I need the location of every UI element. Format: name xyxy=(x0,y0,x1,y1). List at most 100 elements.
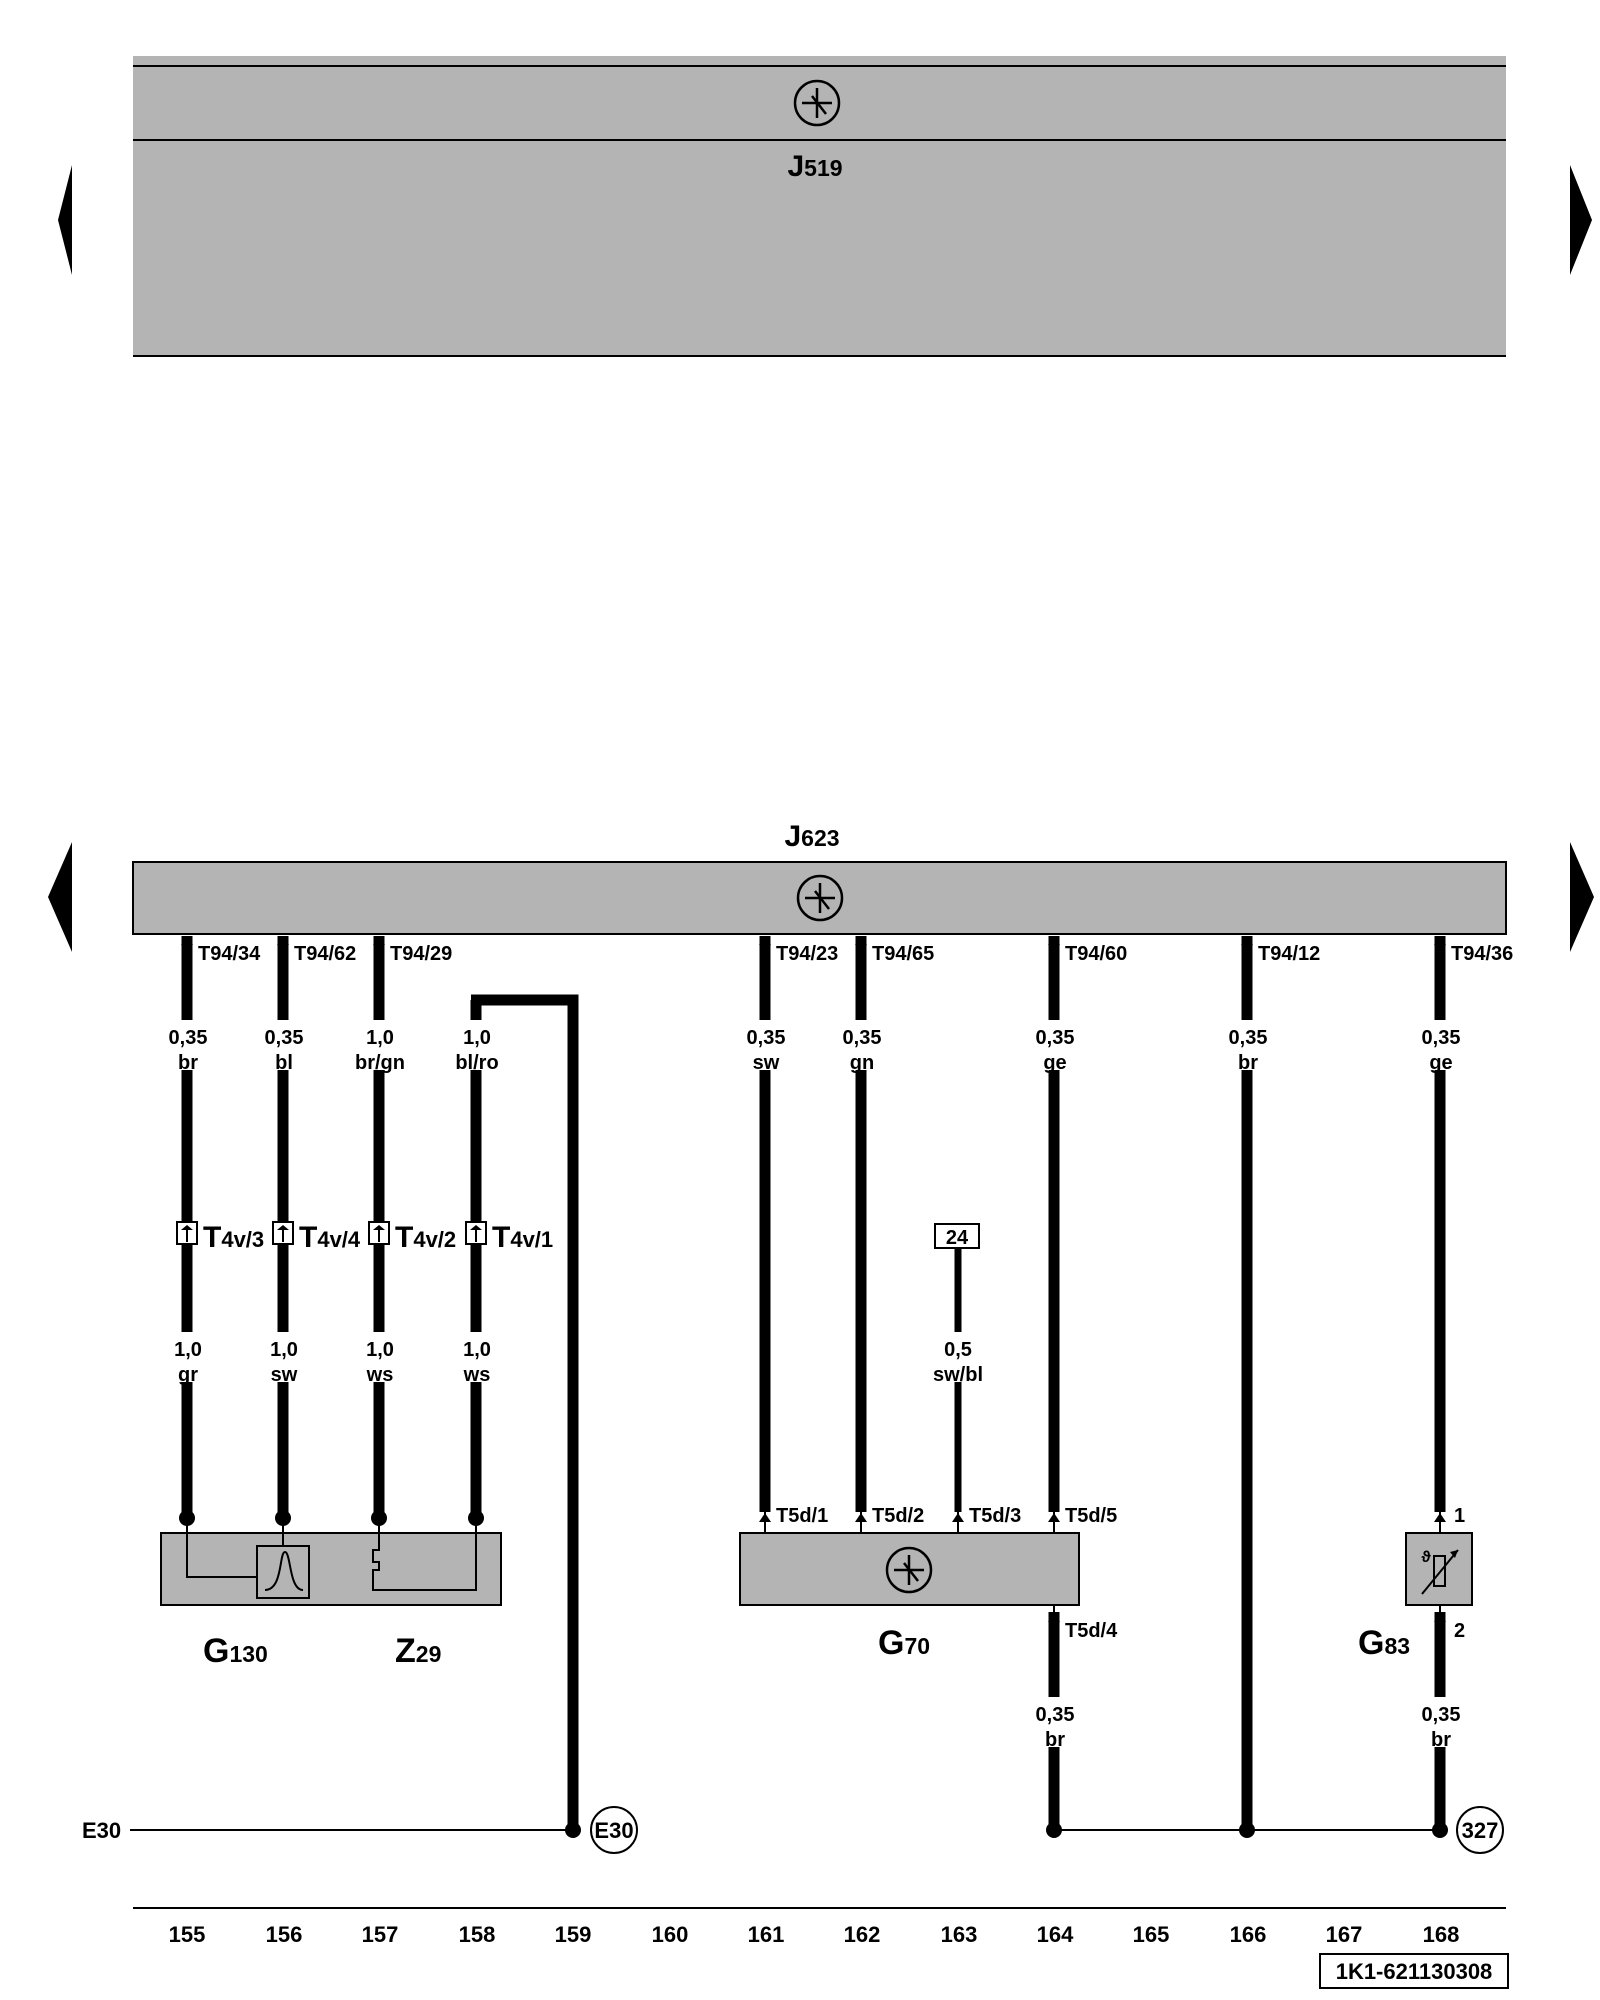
wire-size-label: 1,0 xyxy=(463,1339,491,1361)
pin-label: T94/65 xyxy=(872,943,934,965)
wire-size-label: 1,0 xyxy=(366,1339,394,1361)
connector-label: T4v/4 xyxy=(299,1221,361,1254)
wire-color-label: br xyxy=(1238,1052,1258,1074)
column-number: 161 xyxy=(748,1922,785,1947)
doc-id: 1K1-621130308 xyxy=(1336,1959,1493,1984)
module-j519-label: J519 xyxy=(787,150,842,183)
wire-size-label: 0,35 xyxy=(265,1027,304,1049)
component-g70-label: G70 xyxy=(878,1624,930,1662)
wire-size-label: 1,0 xyxy=(463,1027,491,1049)
module-j623-label: J623 xyxy=(784,820,839,853)
component-z29-label: Z29 xyxy=(395,1632,441,1670)
pin-label: T94/36 xyxy=(1451,943,1513,965)
nav-next-arrow-top[interactable] xyxy=(1570,165,1592,275)
connector-label: T4v/2 xyxy=(395,1221,456,1254)
pin-label: T94/23 xyxy=(776,943,838,965)
pin-label: T94/60 xyxy=(1065,943,1127,965)
connector-t4v-symbols xyxy=(176,1221,487,1245)
wire-size-label: 0,35 xyxy=(747,1027,786,1049)
nav-prev-arrow-top[interactable] xyxy=(58,165,72,275)
pin-label: T5d/4 xyxy=(1065,1620,1118,1642)
wire-size-label: 0,35 xyxy=(843,1027,882,1049)
doc-id-box xyxy=(1319,1953,1509,1989)
wire-end-dots xyxy=(179,1510,484,1526)
wire-size-label: 0,35 xyxy=(1422,1027,1461,1049)
wire-size-label: 0,35 xyxy=(1036,1704,1075,1726)
module-j519: J519 xyxy=(133,56,1506,357)
column-number: 168 xyxy=(1423,1922,1460,1947)
column-number: 165 xyxy=(1133,1922,1170,1947)
wire-color-label: sw/bl xyxy=(933,1364,983,1386)
component-g83: ϑ xyxy=(1405,1512,1473,1612)
pin-label: 1 xyxy=(1454,1505,1465,1527)
control-unit-icon xyxy=(796,874,844,922)
column-number: 166 xyxy=(1230,1922,1267,1947)
column-number: 167 xyxy=(1326,1922,1363,1947)
wire-size-label: 1,0 xyxy=(270,1339,298,1361)
column-number: 162 xyxy=(844,1922,881,1947)
pin-label: T94/29 xyxy=(390,943,452,965)
pin-label: T5d/3 xyxy=(969,1505,1021,1527)
pin-label: T5d/1 xyxy=(776,1505,828,1527)
wire-size-label: 0,5 xyxy=(944,1339,972,1361)
column-number: 163 xyxy=(941,1922,978,1947)
control-unit-icon xyxy=(793,79,841,127)
connector-label: T4v/3 xyxy=(203,1221,264,1254)
column-number: 164 xyxy=(1037,1922,1074,1947)
wire-color-label: br xyxy=(1431,1729,1451,1751)
connector-label: T4v/1 xyxy=(492,1221,553,1254)
ground-ref-e30-label: E30 xyxy=(594,1818,633,1843)
ground-ref-327-label: 327 xyxy=(1462,1818,1499,1843)
column-number: 159 xyxy=(555,1922,592,1947)
pin-label: T5d/5 xyxy=(1065,1505,1117,1527)
component-g70 xyxy=(739,1512,1080,1612)
column-number: 157 xyxy=(362,1922,399,1947)
nav-prev-arrow-bottom[interactable] xyxy=(48,842,72,952)
wire-color-label: ws xyxy=(463,1364,491,1386)
wire-size-label: 0,35 xyxy=(1036,1027,1075,1049)
svg-text:ϑ: ϑ xyxy=(1421,1549,1431,1566)
wire-color-label: ge xyxy=(1043,1052,1066,1074)
wire-color-label: ge xyxy=(1429,1052,1452,1074)
wire-color-label: bl xyxy=(275,1052,293,1074)
wire-color-label: sw xyxy=(271,1364,298,1386)
wire-159 xyxy=(471,994,579,1830)
reference-box-label: 24 xyxy=(946,1227,969,1249)
pin-label: T94/34 xyxy=(198,943,261,965)
pin-label: T94/12 xyxy=(1258,943,1320,965)
ground-ref-327[interactable]: 327 xyxy=(1456,1806,1504,1854)
component-g83-label: G83 xyxy=(1358,1624,1410,1662)
junction-dots xyxy=(565,1822,1448,1838)
pin-label: T5d/2 xyxy=(872,1505,924,1527)
wire-size-label: 0,35 xyxy=(169,1027,208,1049)
component-g130-label: G130 xyxy=(203,1632,268,1670)
pin-label: 2 xyxy=(1454,1620,1465,1642)
wire-color-label: br xyxy=(178,1052,198,1074)
pin-arrows-g83 xyxy=(1434,1513,1446,1630)
nav-next-arrow-bottom[interactable] xyxy=(1570,842,1594,952)
column-number: 160 xyxy=(652,1922,689,1947)
pin-label: T94/62 xyxy=(294,943,356,965)
column-number: 156 xyxy=(266,1922,303,1947)
wire-color-label: sw xyxy=(753,1052,780,1074)
reference-box[interactable] xyxy=(934,1223,980,1249)
wire-color-label: gn xyxy=(850,1052,874,1074)
wire-size-label: 1,0 xyxy=(174,1339,202,1361)
wire-color-label: gr xyxy=(178,1364,198,1386)
column-number: 158 xyxy=(459,1922,496,1947)
pin-arrows-g70 xyxy=(759,1513,1060,1630)
ground-line-label: E30 xyxy=(82,1818,121,1843)
thermistor-icon: ϑ xyxy=(1421,1549,1459,1595)
component-g130-z29 xyxy=(160,1518,502,1606)
wire-size-label: 0,35 xyxy=(1422,1704,1461,1726)
column-number: 155 xyxy=(169,1922,206,1947)
wire-color-label: bl/ro xyxy=(455,1052,498,1074)
pin-arrows-j623 xyxy=(181,944,1446,953)
ground-ref-e30[interactable]: E30 xyxy=(590,1806,638,1854)
control-unit-icon xyxy=(885,1546,933,1594)
wire-color-label: ws xyxy=(366,1364,394,1386)
wire-color-label: br xyxy=(1045,1729,1065,1751)
wire-size-label: 0,35 xyxy=(1229,1027,1268,1049)
module-j623 xyxy=(132,861,1507,935)
